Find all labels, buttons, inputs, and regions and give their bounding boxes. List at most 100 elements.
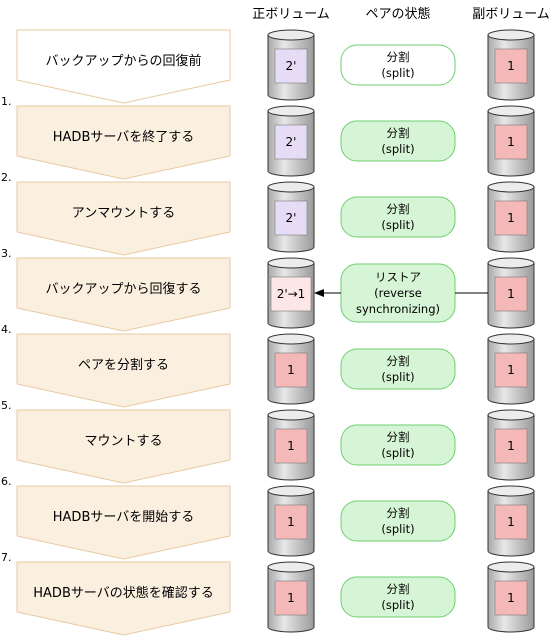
primary-volume-cylinder-top [267, 333, 315, 345]
step-shape [16, 561, 231, 636]
primary-volume-cylinder: 2'→1 [267, 257, 315, 329]
secondary-volume-cylinder: 1 [487, 257, 535, 329]
primary-volume-cylinder: 1 [267, 409, 315, 481]
secondary-volume-cylinder-top [487, 29, 535, 41]
primary-volume-cylinder: 2' [267, 105, 315, 177]
secondary-volume-cylinder-top [487, 333, 535, 345]
pair-state-text: 分割 [387, 582, 410, 596]
step-number: 1. [1, 95, 12, 108]
primary-volume-cylinder-label: 2' [286, 135, 297, 149]
step-shape [16, 485, 231, 560]
pair-state-text: 分割 [387, 202, 410, 216]
header-primary-volume: 正ボリューム [252, 7, 330, 22]
secondary-volume-cylinder-label-box [494, 48, 528, 84]
secondary-volume-cylinder-label-box [494, 580, 528, 616]
header-pair-state: ペアの状態 [365, 6, 430, 22]
primary-volume-cylinder-top [267, 561, 315, 573]
step-shape [16, 181, 231, 256]
pair-state-text: 分割 [387, 506, 410, 520]
step-shape [16, 333, 231, 408]
pair-state-text: (split) [381, 66, 414, 80]
pair-state-text: (reverse [374, 286, 422, 300]
step-label: HADBサーバの状態を確認する [33, 585, 213, 601]
step-label: バックアップからの回復前 [45, 53, 201, 69]
secondary-volume-cylinder-label: 1 [507, 439, 515, 453]
pair-state-text: 分割 [387, 430, 410, 444]
primary-volume-cylinder-label: 1 [287, 515, 295, 529]
secondary-volume-cylinder-top [487, 409, 535, 421]
pair-state-text: 分割 [387, 354, 410, 368]
step-rows: バックアップからの回復前 2' 分割 (split) 1 1. HADBサーバを終了する 2'… [1, 29, 535, 636]
step-label: HADBサーバを開始する [53, 510, 194, 525]
primary-volume-cylinder-label-box [274, 580, 308, 616]
secondary-volume-cylinder-label-box [494, 352, 528, 388]
secondary-volume-cylinder-label: 1 [507, 515, 515, 529]
primary-volume-cylinder-label-box [274, 124, 308, 160]
step-number: 7. [1, 551, 12, 564]
secondary-volume-cylinder-top [487, 181, 535, 193]
secondary-volume-cylinder-label: 1 [507, 363, 515, 377]
step-number: 5. [1, 399, 12, 412]
primary-volume-cylinder-label-box [274, 352, 308, 388]
secondary-volume-cylinder: 1 [487, 485, 535, 557]
secondary-volume-cylinder: 1 [487, 561, 535, 633]
pair-state-text: (split) [381, 370, 414, 384]
primary-volume-cylinder-top [267, 29, 315, 41]
primary-volume-cylinder-label: 1 [287, 363, 295, 377]
step-row: バックアップからの回復前 2' 分割 (split) 1 [16, 29, 535, 104]
pair-state-box [340, 500, 456, 542]
primary-volume-cylinder-label-box [274, 504, 308, 540]
primary-volume-cylinder-label-box [274, 428, 308, 464]
pair-state-text: (split) [381, 522, 414, 536]
primary-volume-cylinder-top [267, 257, 315, 269]
primary-volume-cylinder: 2' [267, 181, 315, 253]
step-shape [16, 105, 231, 180]
secondary-volume-cylinder-top [487, 257, 535, 269]
secondary-volume-cylinder-label: 1 [507, 287, 515, 301]
primary-volume-cylinder-label: 1 [287, 591, 295, 605]
secondary-volume-cylinder-label-box [494, 504, 528, 540]
pair-state-text: (split) [381, 142, 414, 156]
step-label: HADBサーバを終了する [53, 129, 194, 145]
secondary-volume-cylinder-label: 1 [507, 59, 515, 73]
pair-state-text: (split) [381, 218, 414, 232]
primary-volume-cylinder: 2' [267, 29, 315, 101]
pair-state-box [340, 196, 456, 238]
secondary-volume-cylinder-top [487, 561, 535, 573]
pair-state-box [340, 44, 456, 86]
step-label: アンマウントする [72, 206, 175, 221]
pair-state-text: synchronizing) [356, 302, 440, 316]
secondary-volume-cylinder-label: 1 [507, 135, 515, 149]
pair-state-box [340, 348, 456, 390]
step-label: ペアを分割する [78, 357, 169, 373]
secondary-volume-cylinder-label-box [494, 276, 528, 312]
primary-volume-cylinder-label-box [274, 48, 308, 84]
primary-volume-cylinder-top [267, 105, 315, 117]
primary-volume-cylinder-top [267, 181, 315, 193]
pair-state-box [340, 424, 456, 466]
primary-volume-cylinder-top [267, 485, 315, 497]
secondary-volume-cylinder-label-box [494, 428, 528, 464]
primary-volume-cylinder: 1 [267, 333, 315, 405]
secondary-volume-cylinder-label-box [494, 200, 528, 236]
primary-volume-cylinder-label: 2' [286, 59, 297, 73]
secondary-volume-cylinder: 1 [487, 181, 535, 253]
step-label: バックアップから回復する [45, 281, 201, 297]
primary-volume-cylinder-top [267, 409, 315, 421]
header-secondary-volume: 副ボリューム [472, 7, 550, 22]
primary-volume-cylinder-label-box [270, 276, 312, 312]
primary-volume-cylinder-label: 1 [287, 439, 295, 453]
step-number: 3. [1, 247, 12, 260]
secondary-volume-cylinder: 1 [487, 105, 535, 177]
pair-state-text: 分割 [387, 50, 410, 64]
primary-volume-cylinder-label: 2' [286, 211, 297, 225]
pair-state-text: (split) [381, 446, 414, 460]
primary-volume-cylinder: 1 [267, 485, 315, 557]
